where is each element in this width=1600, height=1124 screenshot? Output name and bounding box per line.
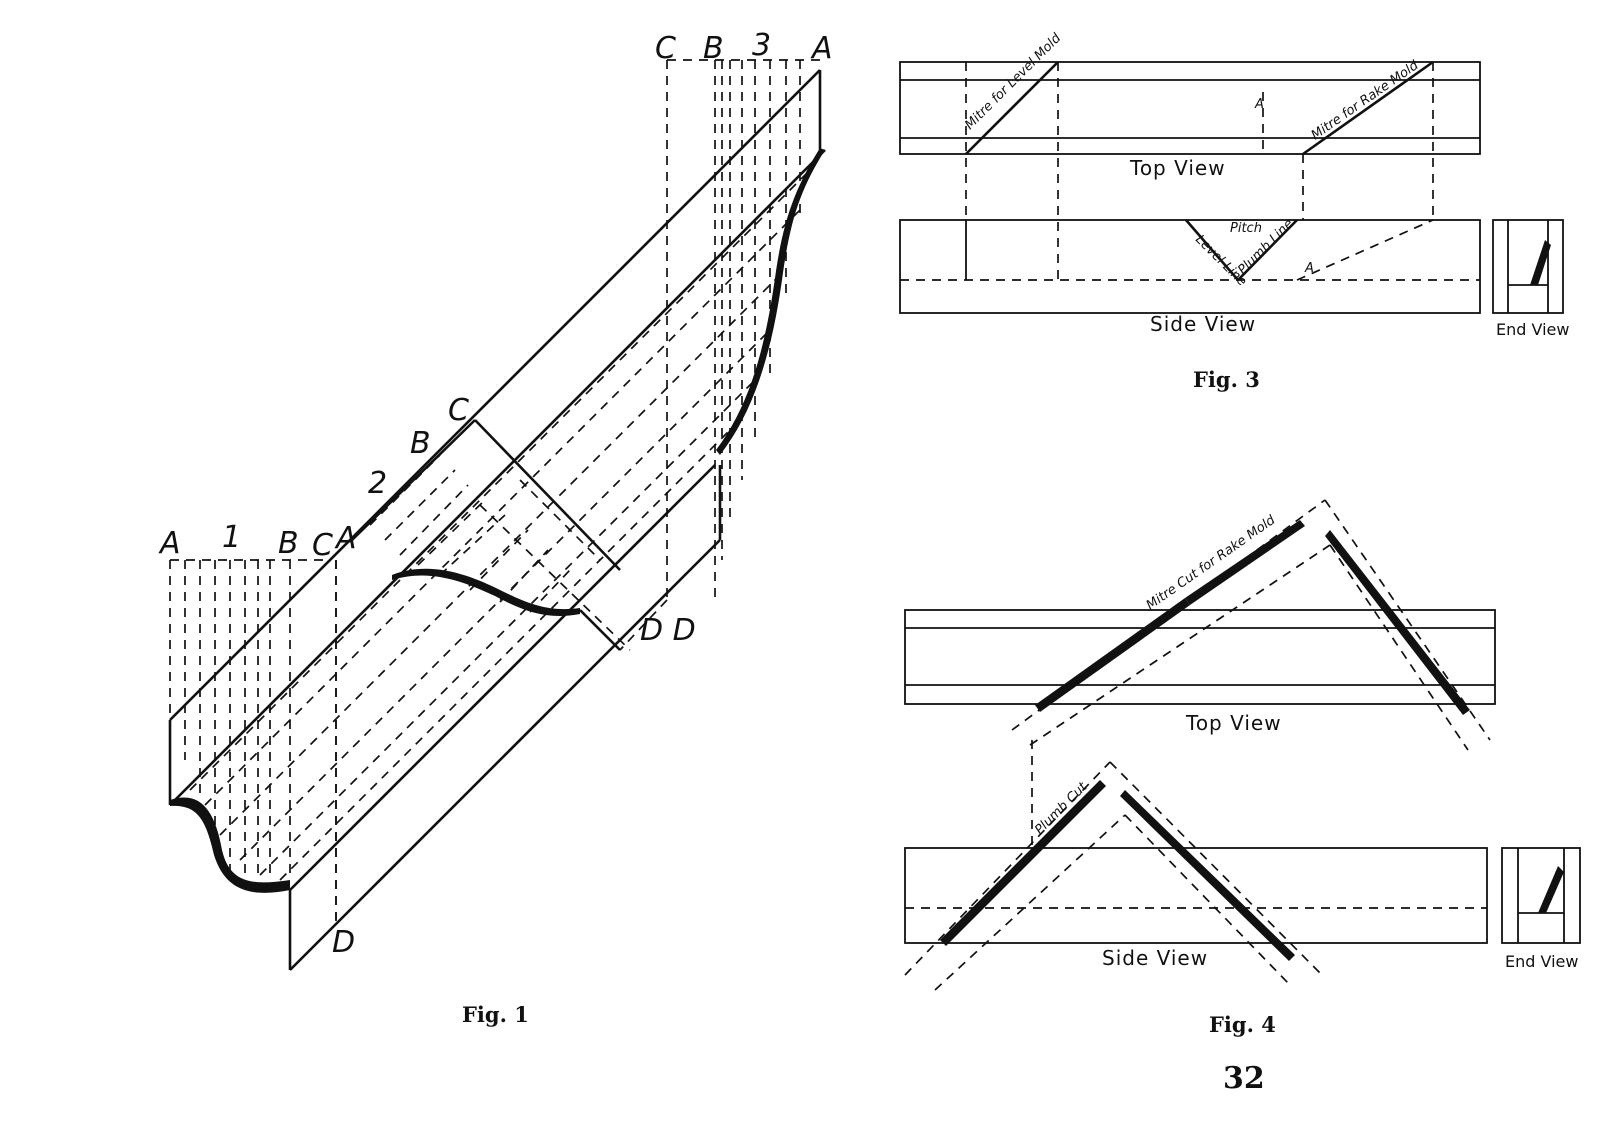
page-number: 32 <box>1223 1061 1265 1096</box>
fig1-label-c-left: C <box>312 528 333 563</box>
fig3-mitre-level: Mitre for Level Mold <box>962 30 1064 132</box>
fig1-label-b-left: B <box>278 526 299 561</box>
fig3-mitre-rake: Mitre for Rake Mold <box>1309 58 1422 144</box>
fig3-dim-a-top: A <box>1254 97 1264 112</box>
fig1-label-b-mid: B <box>410 426 431 461</box>
fig1-label-1: 1 <box>222 520 241 555</box>
fig3-side-view: Pitch Level Line Plumb Line A Side View <box>899 216 1481 336</box>
fig3-top-view-label: Top View <box>1129 156 1226 180</box>
fig1-label-b-top: B <box>703 31 724 66</box>
fig1-left-profile <box>168 559 337 920</box>
fig1-drawing: A 1 B C A 2 B C C B 3 A D D D Fig. 1 <box>158 28 833 1027</box>
fig4-top-view: Mitre Cut for Rake Mold Top View <box>904 499 1496 751</box>
fig4-end-view-label: End View <box>1505 952 1578 971</box>
fig1-rake-bands <box>169 69 826 971</box>
fig3-end-view-label: End View <box>1496 320 1569 339</box>
fig1-label-c-mid: C <box>448 393 469 428</box>
fig1-label-a-left: A <box>158 526 181 561</box>
fig3-caption: Fig. 3 <box>1193 367 1260 392</box>
fig1-label-a-mid: A <box>334 521 357 556</box>
fig4-drawing: Mitre Cut for Rake Mold Top View Plumb C… <box>904 499 1581 1037</box>
fig4-side-view-label: Side View <box>1102 946 1208 970</box>
fig3-drawing: Mitre for Level Mold Mitre for Rake Mold… <box>899 30 1569 392</box>
fig4-top-view-label: Top View <box>1185 711 1282 735</box>
fig1-label-3-top: 3 <box>752 28 771 63</box>
fig1-caption: Fig. 1 <box>462 1002 529 1027</box>
fig3-top-view: Mitre for Level Mold Mitre for Rake Mold… <box>899 30 1481 180</box>
fig4-end-view: End View <box>1501 847 1581 971</box>
fig1-label-2: 2 <box>368 466 387 501</box>
fig3-dim-a-side: A <box>1304 261 1314 276</box>
fig1-label-c-top: C <box>655 31 676 66</box>
fig3-side-view-label: Side View <box>1150 312 1256 336</box>
fig1-label-dd: D D <box>640 613 696 648</box>
fig4-mitre-cut: Mitre Cut for Rake Mold <box>1144 512 1279 613</box>
fig3-end-view: End View <box>1492 219 1569 339</box>
fig4-caption: Fig. 4 <box>1209 1012 1276 1037</box>
fig1-right-profile <box>619 59 825 651</box>
fig1-label-a-top: A <box>810 31 833 66</box>
fig1-label-d-bottom: D <box>332 925 355 960</box>
fig3-pitch: Pitch <box>1230 221 1262 236</box>
fig4-side-view: Plumb Cut Side View <box>904 761 1488 991</box>
